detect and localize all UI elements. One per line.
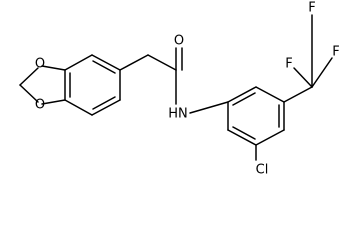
bond [41, 65, 66, 71]
atom-f-top: F [308, 1, 315, 16]
bond-c-f-left [293, 67, 313, 88]
bond [91, 99, 121, 116]
bond-double-inner [232, 92, 256, 106]
atom-f-left: F [285, 57, 292, 72]
atom-cl: Cl [256, 163, 269, 178]
bond-double-inner [92, 96, 116, 110]
bond [41, 99, 66, 105]
molecule-diagram: O O O HN Cl F F F [19, 1, 340, 178]
dioxole-ring [19, 65, 66, 105]
atom-labels: O O O HN Cl F F F [35, 1, 340, 178]
bond [64, 54, 93, 71]
atom-n-amide: HN [168, 107, 188, 122]
bond-double-inner [92, 60, 116, 74]
bond-double-inner [232, 126, 256, 140]
bond [255, 129, 285, 146]
bond [147, 54, 177, 71]
benzodioxole-benzene-ring [64, 54, 121, 116]
bond-n-aryl [189, 101, 229, 114]
atom-o-ring-bottom: O [35, 98, 45, 113]
bond [283, 86, 313, 103]
bond [255, 86, 285, 103]
bond [119, 54, 149, 71]
trifluoromethyl-chlorophenyl-ring [227, 86, 285, 146]
bond [19, 67, 39, 86]
bond [64, 99, 93, 116]
trifluoromethyl-group [283, 14, 333, 103]
bond [227, 86, 257, 103]
bond-c-f-right [311, 57, 333, 88]
bond [227, 129, 257, 146]
amide-group [119, 47, 229, 114]
bond [91, 54, 121, 71]
atom-o-carbonyl: O [174, 34, 184, 49]
bond [19, 84, 39, 103]
structure-canvas: O O O HN Cl F F F [19, 1, 340, 178]
atom-o-ring-top: O [35, 57, 45, 72]
atom-f-right: F [332, 45, 339, 60]
